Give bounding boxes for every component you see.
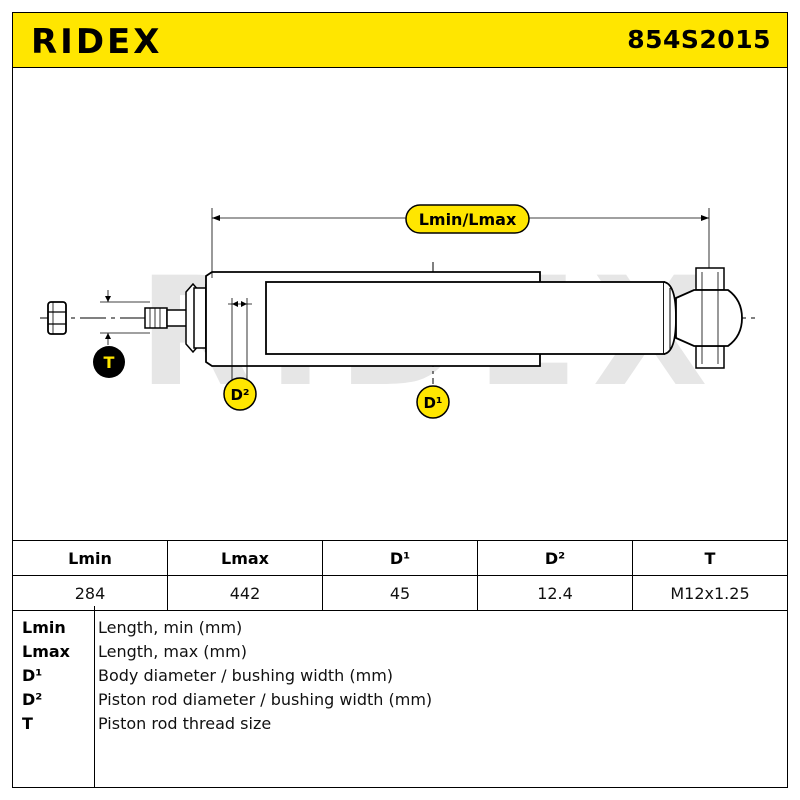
svg-text:Lmin/Lmax: Lmin/Lmax	[419, 210, 517, 229]
svg-text:RIDEX: RIDEX	[31, 23, 163, 57]
legend-item: D² Piston rod diameter / bushing width (…	[12, 690, 788, 714]
nut-icon	[47, 301, 67, 335]
legend-item: Lmin Length, min (mm)	[12, 618, 788, 642]
body-diameter-label: D¹	[416, 385, 450, 419]
legend: Lmin Length, min (mm) Lmax Length, max (…	[12, 606, 788, 788]
header-d2: D²	[477, 540, 633, 576]
dimensions-table: Lmin Lmax D¹ D² T 284 442 45 12.4 M12x1.…	[12, 540, 788, 611]
legend-desc: Piston rod thread size	[98, 714, 272, 733]
header-t: T	[632, 540, 788, 576]
svg-text:T: T	[104, 353, 115, 372]
legend-desc: Piston rod diameter / bushing width (mm)	[98, 690, 433, 709]
legend-item: T Piston rod thread size	[12, 714, 788, 738]
legend-item: D¹ Body diameter / bushing width (mm)	[12, 666, 788, 690]
legend-key: T	[22, 714, 33, 733]
value-d2: 12.4	[477, 575, 633, 611]
ridex-logo: RIDEX	[31, 23, 163, 57]
value-lmax: 442	[167, 575, 323, 611]
legend-item: Lmax Length, max (mm)	[12, 642, 788, 666]
value-d1: 45	[322, 575, 478, 611]
legend-divider	[94, 606, 95, 788]
part-number: 854S2015	[627, 25, 771, 54]
legend-desc: Length, min (mm)	[98, 618, 243, 637]
table-header-row: Lmin Lmax D¹ D² T	[12, 540, 788, 576]
thread-label: T	[93, 346, 125, 378]
svg-text:D²: D²	[230, 386, 249, 404]
rod-diameter-label: D²	[223, 377, 257, 411]
legend-key: D²	[22, 690, 43, 709]
value-t: M12x1.25	[632, 575, 788, 611]
header-d1: D¹	[322, 540, 478, 576]
value-lmin: 284	[12, 575, 168, 611]
header-lmax: Lmax	[167, 540, 323, 576]
legend-key: Lmax	[22, 642, 70, 661]
header-lmin: Lmin	[12, 540, 168, 576]
legend-key: Lmin	[22, 618, 66, 637]
shock-body	[205, 271, 677, 367]
table-row: 284 442 45 12.4 M12x1.25	[12, 575, 788, 611]
header-bar: RIDEX 854S2015	[12, 12, 788, 68]
svg-text:D¹: D¹	[423, 394, 442, 412]
length-label: Lmin/Lmax	[405, 204, 530, 234]
threaded-stud	[144, 307, 188, 329]
legend-key: D¹	[22, 666, 43, 685]
shock-absorber-drawing: RIDEX	[40, 204, 760, 420]
legend-desc: Body diameter / bushing width (mm)	[98, 666, 394, 685]
bottom-eye-mount	[675, 267, 743, 369]
legend-desc: Length, max (mm)	[98, 642, 247, 661]
